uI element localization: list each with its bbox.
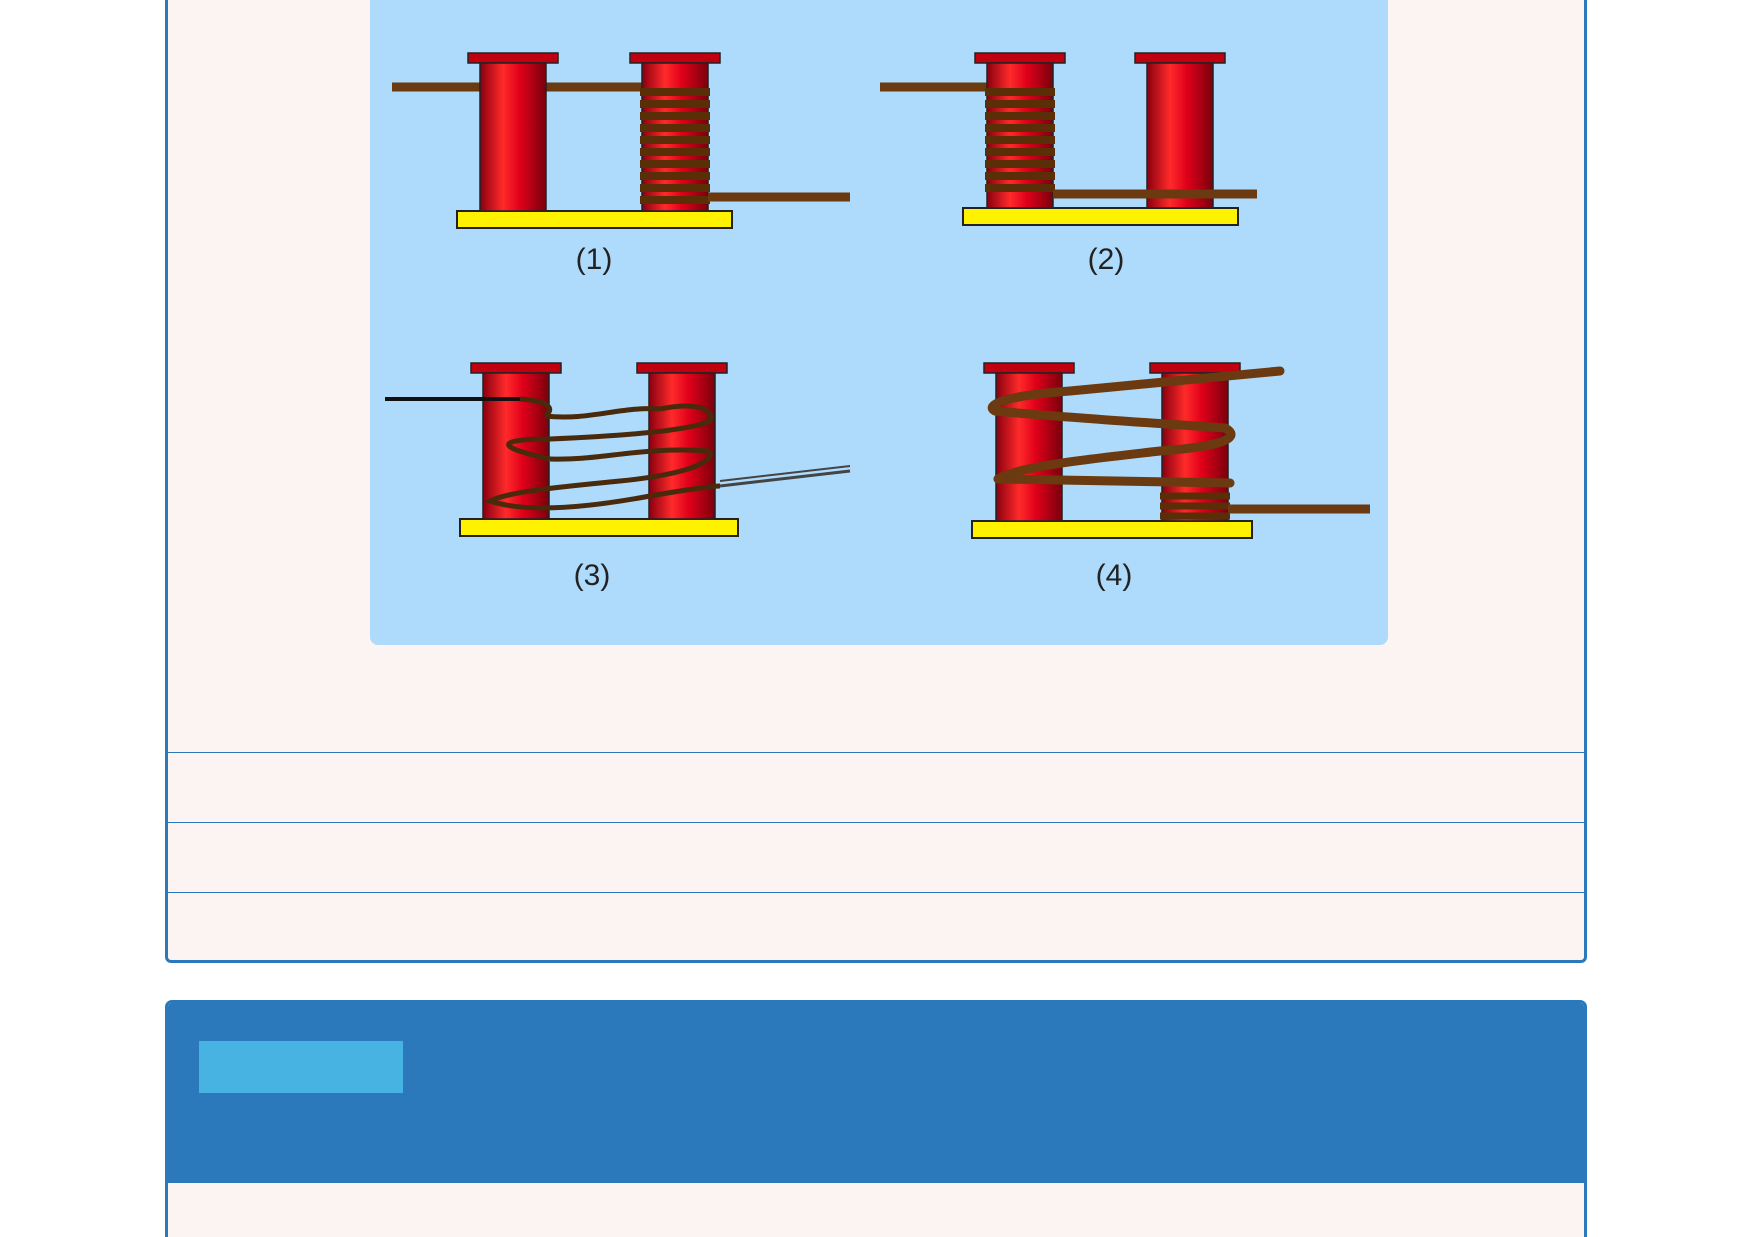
figure-label-3: (3): [574, 559, 611, 592]
spool-flange: [629, 52, 721, 64]
question-card: (1): [165, 0, 1587, 963]
spool-right: [1146, 62, 1214, 209]
figure-eight-wire: [987, 366, 1285, 488]
figure-label-1: (1): [576, 243, 613, 276]
base-plate: [962, 207, 1239, 226]
spool-left: [986, 62, 1054, 209]
spool-flange: [470, 362, 562, 374]
base-plate: [459, 518, 739, 537]
figure-4: (4): [971, 362, 1370, 592]
next-question-card: [165, 1000, 1587, 1237]
figure-label-4: (4): [1096, 559, 1133, 592]
answer-option-row[interactable]: [168, 892, 1584, 960]
figure-3: (3): [385, 362, 851, 592]
answer-option-row[interactable]: [168, 752, 1584, 822]
spool-flange: [983, 362, 1075, 374]
figure-2: (2): [880, 52, 1257, 276]
figure-label-2: (2): [1088, 243, 1125, 276]
coil-turns: [640, 88, 710, 204]
card-header: [168, 1003, 1584, 1183]
figure-1: (1): [392, 52, 850, 276]
spool-flange: [636, 362, 728, 374]
base-plate: [971, 520, 1253, 539]
spool-flange: [1134, 52, 1226, 64]
question-number-badge: [199, 1041, 403, 1093]
coil-winding-diagram: (1): [385, 52, 1370, 592]
wire-lead: [719, 465, 851, 482]
base-plate: [456, 210, 733, 229]
coil-winding-figure: (1): [370, 0, 1388, 645]
answer-option-row[interactable]: [168, 822, 1584, 892]
coil-turns: [985, 88, 1055, 192]
spool-flange: [467, 52, 559, 64]
spool-flange: [1149, 362, 1241, 374]
spool-flange: [974, 52, 1066, 64]
coil-turns: [1160, 492, 1230, 520]
spool-left: [479, 62, 547, 212]
figure-eight-wire: [483, 396, 721, 511]
wire-lead: [719, 469, 851, 488]
spool-right: [648, 372, 716, 520]
